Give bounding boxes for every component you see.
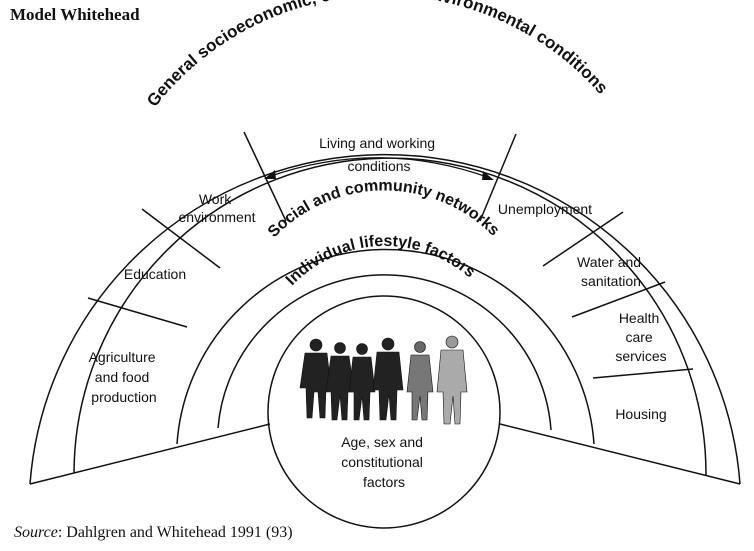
source-label: Source	[14, 524, 58, 541]
divider-health-housing	[592, 368, 694, 379]
segment-agriculture: Agriculture and food production	[89, 349, 160, 405]
living-working-label: Living and working conditions	[319, 135, 439, 174]
segments-outer-arc	[73, 157, 707, 476]
arrowhead-right-icon	[482, 171, 494, 180]
individual-lifestyle-label: Individual lifestyle factors	[283, 233, 479, 289]
divider-work-living	[243, 131, 287, 222]
segment-water-sanitation: Water and sanitation	[577, 254, 645, 289]
individual-ring-arc	[217, 274, 552, 431]
arrowhead-left-icon	[264, 170, 276, 179]
divider-water-health	[571, 281, 666, 318]
source-citation: Source: Dahlgren and Whitehead 1991 (93)	[14, 524, 293, 542]
segment-housing: Housing	[615, 406, 666, 422]
baseline	[29, 423, 271, 485]
people-figures-icon	[299, 335, 468, 425]
living-working-arrow	[267, 157, 491, 179]
divider-agri-edu	[87, 297, 188, 328]
segment-education: Education	[124, 266, 186, 282]
divider-living-unemp	[479, 133, 517, 222]
segment-health-care: Health care services	[615, 310, 666, 364]
social-networks-label: Social and community networks	[265, 177, 503, 240]
outer-arc	[29, 153, 741, 485]
general-conditions-label: General socioeconomic, cultural and envi…	[143, 0, 612, 110]
social-ring-arc	[176, 248, 595, 445]
segment-unemployment: Unemployment	[498, 201, 592, 217]
baseline-right	[499, 423, 741, 485]
divider-edu-work	[141, 208, 221, 269]
core-label: Age, sex and constitutional factors	[341, 434, 427, 490]
segment-work-environment: Work environment	[178, 191, 255, 225]
diagram-title: Model Whitehead	[10, 5, 140, 24]
source-text: : Dahlgren and Whitehead 1991 (93)	[57, 524, 293, 541]
core-circle	[267, 295, 501, 529]
divider-unemp-water	[542, 211, 624, 267]
